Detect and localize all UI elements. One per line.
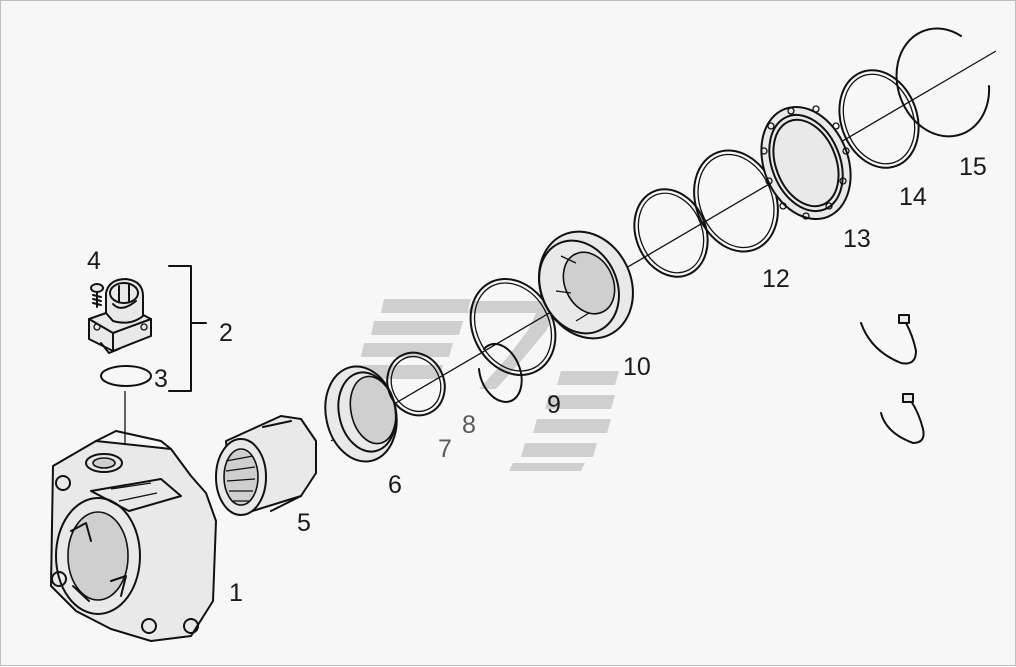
part-1-housing: [50, 430, 217, 642]
callout-14: 14: [899, 183, 927, 211]
callout-8: 8: [462, 411, 476, 439]
part-ring-unlabeled: [633, 188, 709, 278]
callout-2: 2: [219, 319, 233, 347]
part-15-circlip: [895, 27, 991, 138]
part-4-screw: [90, 283, 104, 308]
callout-6: 6: [388, 471, 402, 499]
part-3-oring: [100, 365, 152, 387]
cable-ties: [860, 314, 925, 444]
callout-13: 13: [843, 225, 871, 253]
part-10-synchro-body: [538, 230, 634, 340]
callout-9: 9: [547, 391, 561, 419]
callout-12: 12: [762, 265, 790, 293]
callout-15: 15: [959, 153, 987, 181]
part-6-ring-carrier: [324, 365, 398, 463]
callout-5: 5: [297, 509, 311, 537]
callout-4: 4: [87, 247, 101, 275]
callout-labels: 1 2 3 4 5 6 7 8 9 10 12 13 14 15: [87, 153, 987, 607]
callout-1: 1: [229, 579, 243, 607]
assembly-axis-line: [330, 50, 997, 442]
watermark-logo: [351, 299, 619, 471]
callout-bracket: [168, 265, 207, 392]
callout-3: 3: [154, 365, 168, 393]
part-7-ring: [386, 351, 446, 417]
part-2-sensor: [88, 278, 152, 354]
part-13-toothed-ring: [760, 105, 852, 221]
part-14-ring: [838, 69, 920, 169]
callout-7: 7: [438, 435, 452, 463]
callout-10: 10: [623, 353, 651, 381]
part-8-snap-ring: [478, 342, 523, 403]
part-5-bearing-hub: [215, 415, 317, 516]
